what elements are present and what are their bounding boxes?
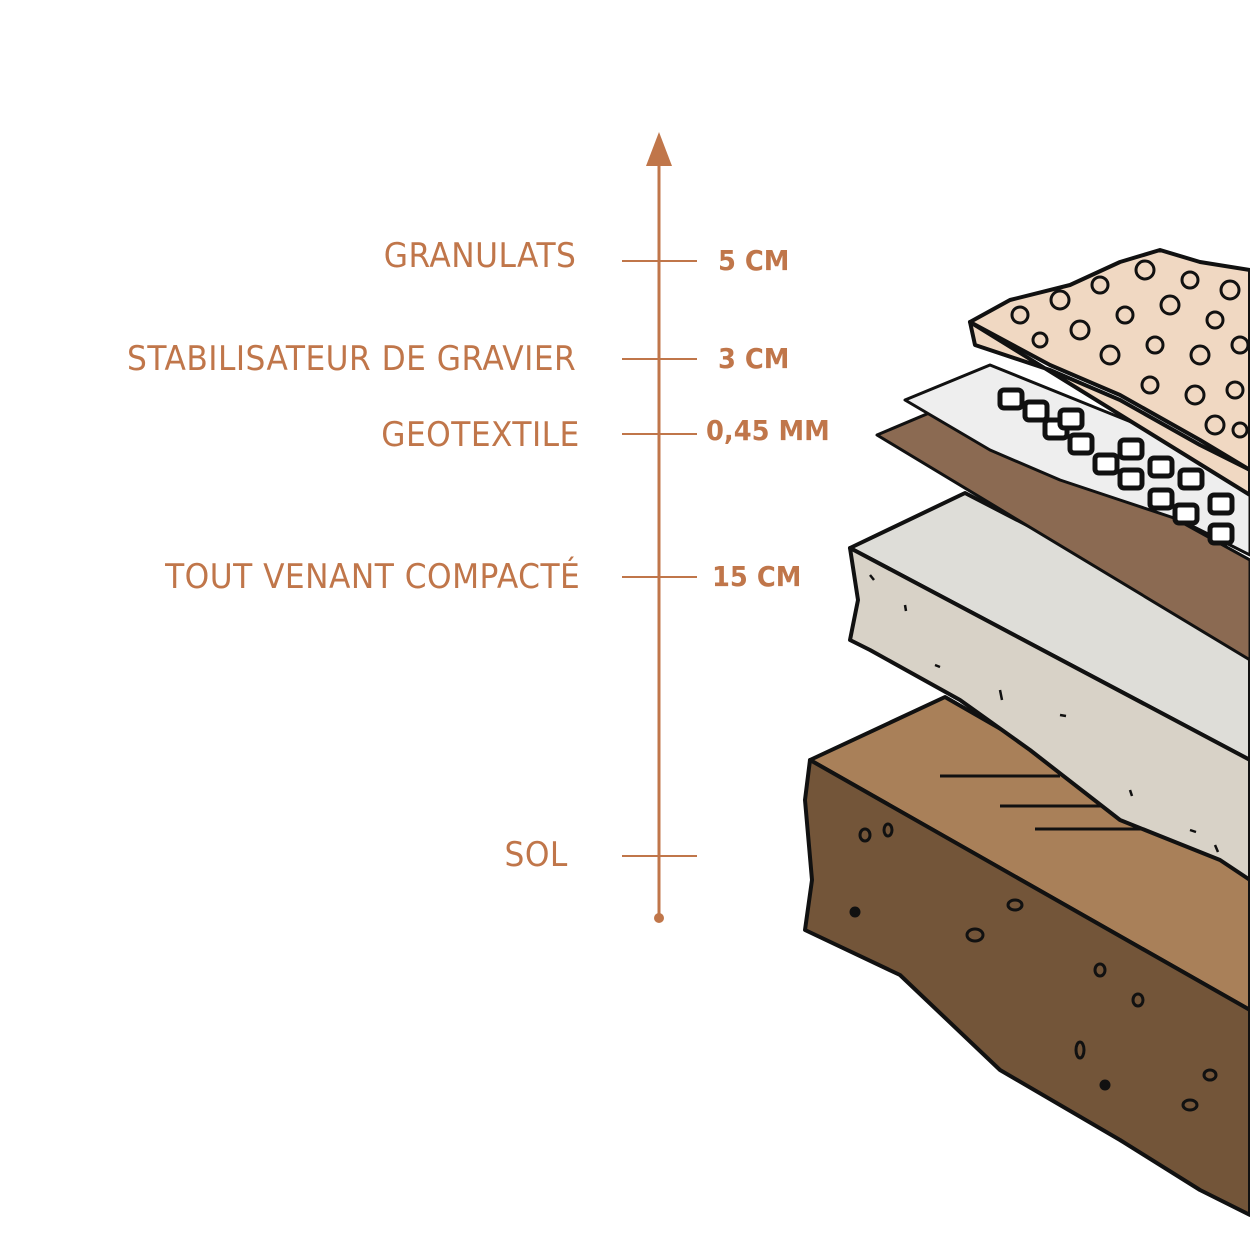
label-stabilisateur: STABILISATEUR DE GRAVIER: [126, 339, 576, 379]
soil-layer: [803, 695, 1250, 1217]
axis-end-dot: [654, 913, 664, 923]
thickness-geotextile: 0,45 MM: [706, 414, 830, 447]
label-granulats: GRANULATS: [383, 236, 576, 276]
label-sol: SOL: [504, 835, 568, 875]
label-tout-venant: TOUT VENANT COMPACTÉ: [164, 557, 580, 597]
axis-arrow-icon: [646, 132, 672, 166]
tout-venant-layer: [848, 491, 1250, 882]
thickness-tout-venant: 15 CM: [712, 560, 802, 593]
gravel-stabilizer-grid: [997, 387, 1235, 546]
thickness-stabilisateur: 3 CM: [718, 342, 790, 375]
thickness-granulats: 5 CM: [718, 244, 790, 277]
label-geotextile: GEOTEXTILE: [381, 415, 580, 455]
granulats-layer: [968, 248, 1250, 497]
